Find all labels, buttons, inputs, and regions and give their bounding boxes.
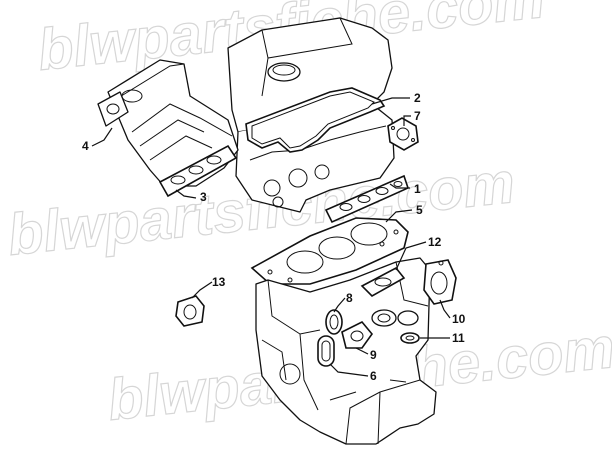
callout-labels: 2 7 1 5 3 4 12 8 9 6 10 11 13 xyxy=(82,91,466,383)
callout-4: 4 xyxy=(82,139,89,153)
exhaust-manifold-gasket-3 xyxy=(158,144,238,198)
callout-12: 12 xyxy=(428,235,442,249)
callout-3: 3 xyxy=(200,190,207,204)
intake-gasket-12 xyxy=(360,266,406,297)
callout-7: 7 xyxy=(414,109,421,123)
exhaust-manifold xyxy=(97,59,239,187)
callout-6: 6 xyxy=(370,369,377,383)
head-gasket-5 xyxy=(250,217,409,285)
callout-11: 11 xyxy=(452,331,465,345)
valve-cover-gasket xyxy=(245,87,386,153)
cylinder-block xyxy=(255,257,437,445)
flange-gasket-7 xyxy=(387,117,419,151)
oval-gasket-6 xyxy=(317,335,335,367)
small-gasket-11 xyxy=(400,332,420,344)
callout-10: 10 xyxy=(452,312,466,326)
callout-8: 8 xyxy=(346,291,353,305)
callout-5: 5 xyxy=(416,203,423,217)
callout-9: 9 xyxy=(370,348,377,362)
water-outlet-gasket-13 xyxy=(175,295,205,327)
thermostat-gasket-10 xyxy=(423,259,457,305)
callout-13: 13 xyxy=(212,275,226,289)
leader-lines xyxy=(91,97,451,377)
gasket-9 xyxy=(341,321,374,349)
callout-1: 1 xyxy=(414,182,421,196)
callout-2: 2 xyxy=(414,91,421,105)
o-ring-8 xyxy=(325,309,343,335)
